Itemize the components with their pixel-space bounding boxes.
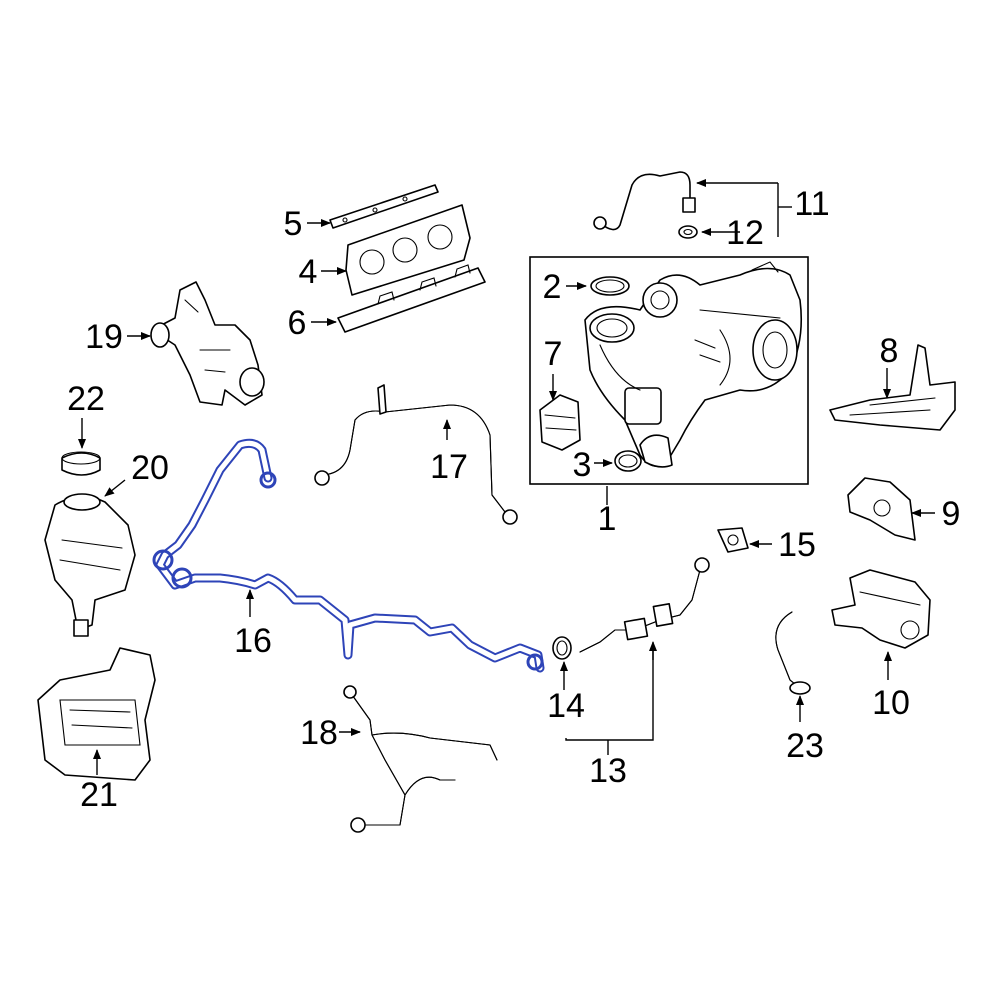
part-13-line: [579, 557, 710, 653]
part-8-shield: [829, 344, 956, 431]
callout-11: 11: [794, 185, 829, 223]
part-9-shield: [847, 477, 916, 541]
leader-lines: [78, 179, 935, 775]
callout-16: 16: [234, 622, 272, 660]
part-3-gasket: [614, 450, 642, 472]
part-12-washer: [678, 225, 698, 239]
callout-21: 21: [80, 776, 118, 814]
callout-18: 18: [300, 714, 338, 752]
callout-14: 14: [547, 687, 585, 725]
callout-20: 20: [131, 449, 169, 487]
part-18-line: [343, 685, 498, 833]
part-23-hose: [775, 611, 811, 695]
callout-17: 17: [430, 448, 468, 486]
part-20-reservoir: [44, 493, 136, 637]
callout-numbers: 1 2 3 7 5 4 6 19 22 20 21 17 16 18 14 13…: [67, 185, 960, 814]
part-14-seal: [552, 636, 572, 660]
callout-23: 23: [786, 727, 824, 765]
part-16-highlighted-line: [152, 438, 545, 673]
callout-19: 19: [85, 318, 123, 356]
callout-7: 7: [544, 335, 563, 373]
part-19-housing: [150, 281, 265, 406]
turbocharger: [584, 261, 803, 468]
callout-12: 12: [726, 214, 764, 252]
callout-2: 2: [543, 268, 562, 306]
callout-5: 5: [284, 205, 303, 243]
callout-10: 10: [872, 684, 910, 722]
part-5-gasket: [329, 184, 439, 229]
part-6-gasket: [337, 264, 486, 333]
part-21-bracket: [37, 647, 156, 781]
callout-22: 22: [67, 380, 105, 418]
callout-13: 13: [589, 752, 627, 790]
callout-1: 1: [598, 500, 617, 538]
part-22-cap: [61, 451, 101, 476]
part-7-actuator: [539, 394, 581, 451]
callout-6: 6: [288, 304, 307, 342]
callout-8: 8: [880, 332, 899, 370]
part-11-line: [593, 171, 696, 231]
callout-3: 3: [573, 446, 592, 484]
part-2-gasket: [590, 276, 630, 296]
part-10-shield: [831, 569, 931, 649]
callout-9: 9: [942, 495, 961, 533]
callout-4: 4: [299, 253, 318, 291]
part-15-gasket: [717, 527, 749, 553]
callout-15: 15: [778, 526, 816, 564]
assembly-box: [529, 256, 809, 485]
part-17-line: [314, 384, 518, 525]
